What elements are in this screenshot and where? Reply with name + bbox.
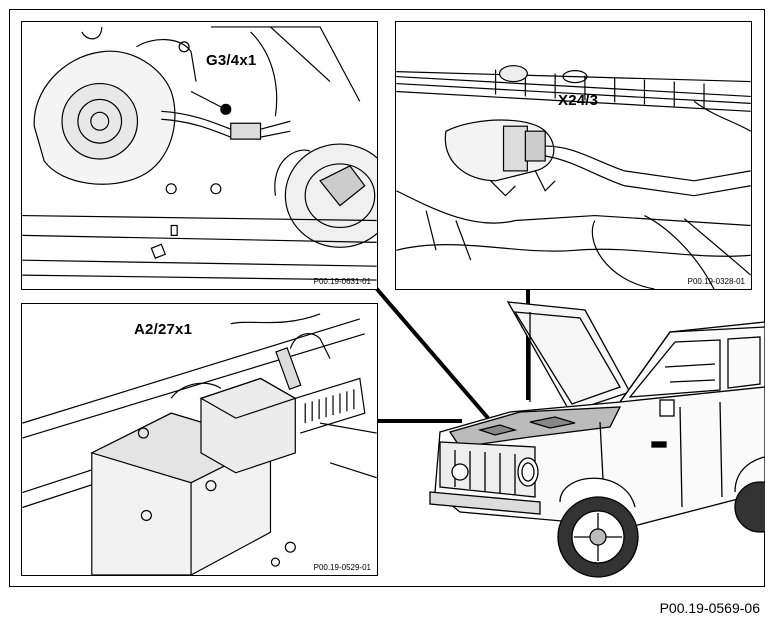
callout-label: X24/3 [558, 92, 599, 109]
callout-label: A2/27x1 [134, 321, 193, 338]
callout-label: G3/4x1 [206, 52, 257, 69]
figure-reference: P00.19-0569-06 [659, 600, 760, 616]
detail-panel-top-left: G3/4x1 P00.19-0631-01 [21, 21, 378, 290]
panel-reference: P00.19-0631-01 [313, 277, 371, 286]
detail-panel-top-right: X24/3 P00.19-0328-01 [395, 21, 752, 290]
detail-drawing-x24-3 [396, 65, 751, 289]
panel-reference: P00.19-0328-01 [687, 277, 745, 286]
detail-panel-bottom-left: A2/27x1 P00.19-0529-01 [21, 303, 378, 576]
vehicle-illustration [429, 301, 765, 578]
diagram-frame [9, 9, 765, 587]
detail-drawing-a2-27x1 [22, 313, 377, 575]
detail-drawing-g3-4x1 [22, 26, 377, 281]
panel-reference: P00.19-0529-01 [313, 563, 371, 572]
